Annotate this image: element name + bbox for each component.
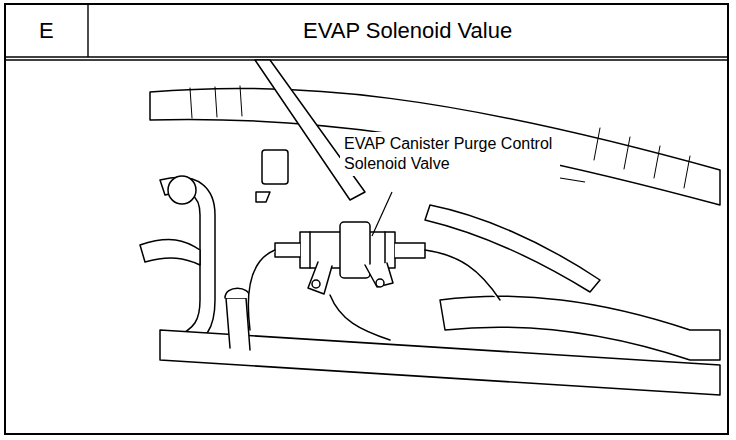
leader-line [372, 192, 392, 236]
section-letter: E [39, 18, 54, 44]
part-label: EVAP Canister Purge Control Solenoid Val… [340, 132, 560, 176]
leader-line [560, 178, 585, 182]
header-title: EVAP Solenoid Value [303, 18, 512, 44]
